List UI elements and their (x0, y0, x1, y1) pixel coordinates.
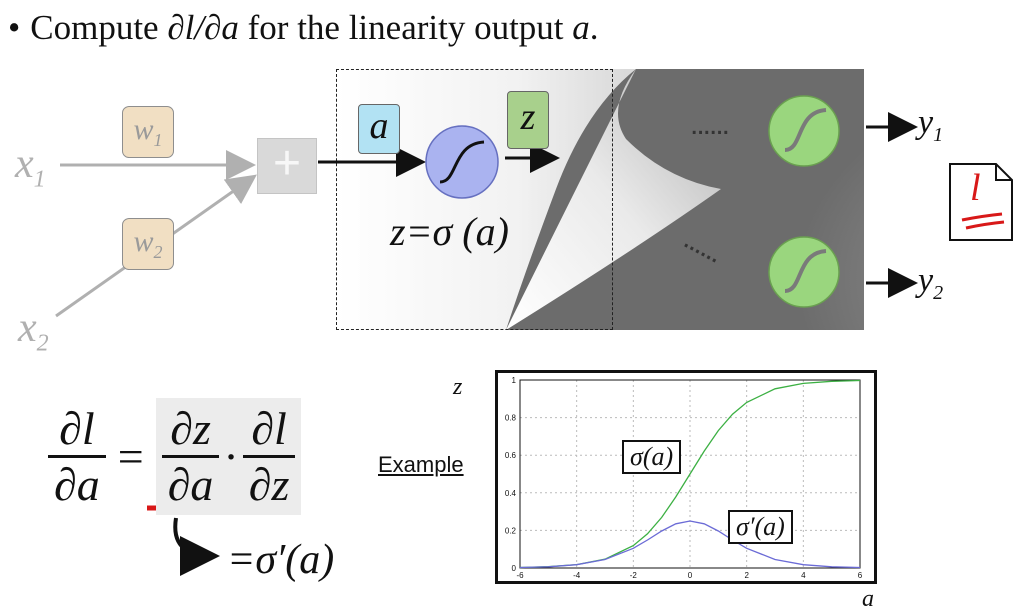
bullet-point: • (8, 8, 21, 47)
dl-dz-fraction: ∂l∂z (242, 402, 296, 511)
plot-axes-box (519, 379, 861, 569)
x-tick-label: 2 (744, 571, 749, 580)
y-tick-label: 0.2 (505, 526, 517, 535)
sigma-prime-curve-label: σ′(a) (728, 510, 793, 544)
dz-da-fraction: ∂z∂a (161, 402, 220, 511)
x-tick-label: -2 (630, 571, 638, 580)
equals-sign: = (117, 431, 144, 482)
example-label: Example (378, 452, 464, 477)
multiply-dot: · (223, 431, 239, 482)
output-node-1 (768, 95, 840, 167)
heading-text-before: Compute (30, 8, 168, 47)
output-node-2-curve (784, 249, 827, 293)
example-plot: -6 -4 -2 0 2 4 6 0 0.2 0.4 0.6 0.8 1 (505, 376, 863, 580)
summation-box: + (257, 138, 317, 194)
example-plot-frame: -6 -4 -2 0 2 4 6 0 0.2 0.4 0.6 0.8 1 (495, 370, 877, 584)
y-tick-label: 0.8 (505, 414, 517, 423)
y-tick-label: 1 (512, 376, 517, 385)
heading-text-end: . (589, 8, 599, 47)
x-tick-label: -4 (573, 571, 581, 580)
sigmoid-node (425, 125, 499, 199)
y-tick-label: 0.4 (505, 489, 517, 498)
sigmoid-derivative-curve (519, 520, 861, 569)
x-tick-label: 0 (688, 571, 693, 580)
sigmoid-node-curve (439, 140, 485, 184)
lhs-fraction: ∂l∂a (48, 402, 106, 511)
loss-document-shape (949, 163, 1013, 241)
weight-w2-box: w2 (122, 218, 174, 270)
y-tick-label: 0 (512, 564, 517, 573)
bullet-heading: •Compute ∂l/∂a for the linearity output … (8, 8, 599, 48)
heading-var-a: a (572, 8, 590, 47)
sigmoid-curve (519, 379, 861, 569)
page-curl-overlay (336, 69, 721, 330)
x-tick-label: -6 (516, 571, 524, 580)
loss-document-icon: l (948, 162, 1014, 242)
sigma-curve-label: σ(a) (622, 440, 682, 474)
x-tick-label: 4 (801, 571, 806, 580)
chain-rule-formula: ∂l∂a=∂z∂a·∂l∂z (48, 398, 302, 515)
z-axis-label: z (453, 374, 463, 400)
y-tick-label: 0.6 (505, 451, 517, 460)
heading-text-middle: for the linearity output (238, 8, 573, 47)
output-node-2 (768, 236, 840, 308)
ellipsis-top: ...... (690, 108, 730, 141)
output-node-1-curve (784, 108, 827, 152)
z-equation: z=σ (a) (390, 209, 509, 254)
dashed-selection-box (336, 69, 613, 330)
a-axis-label: a (862, 586, 874, 612)
input-x2: x2 (18, 305, 49, 357)
input-x1: x1 (15, 141, 46, 193)
sigma-prime-result: =σ′(a) (227, 537, 335, 583)
output-y1: y1 (918, 104, 944, 146)
x-tick-label: 6 (858, 571, 863, 580)
heading-derivative: ∂l/∂a (167, 8, 239, 47)
loss-label: l (970, 167, 981, 209)
a-label-box: a (358, 104, 400, 154)
z-label-box: z (507, 91, 549, 149)
curved-arrow (173, 517, 220, 576)
output-y2: y2 (918, 262, 944, 304)
weight-w1-box: w1 (122, 106, 174, 158)
rhs-highlight: ∂z∂a·∂l∂z (155, 398, 302, 515)
